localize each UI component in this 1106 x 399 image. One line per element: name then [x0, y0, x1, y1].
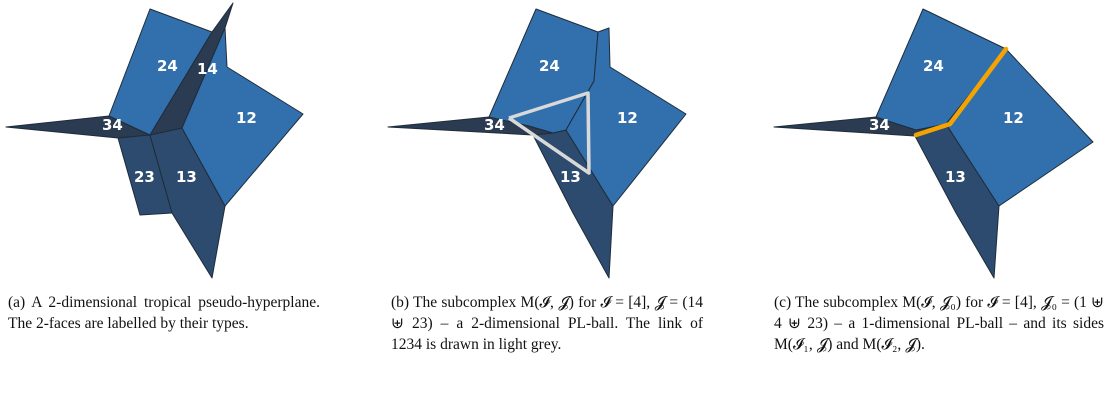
label-13: 13 — [945, 168, 966, 186]
caption-b: (b) The subcomplex M(𝓘, 𝓙) for 𝓘 = [4], … — [391, 294, 703, 353]
label-24: 24 — [923, 57, 944, 75]
label-24: 24 — [539, 57, 560, 75]
label-12: 12 — [1003, 109, 1024, 127]
face-14 — [149, 2, 234, 136]
caption-a: (a) A 2-dimensional tropical pseudo-hype… — [8, 294, 320, 332]
label-12: 12 — [236, 109, 257, 127]
label-12: 12 — [617, 109, 638, 127]
subfigure-b: 24 12 34 13 (b) The subcomplex M(𝓘, 𝓙) f… — [383, 0, 703, 399]
label-34: 34 — [102, 116, 123, 134]
pseudo-hyperplane-figure-b: 24 12 34 13 — [387, 8, 687, 279]
label-34: 34 — [484, 116, 505, 134]
subfigure-c: 24 12 34 13 (c) The subcomplex M(𝓘, 𝓙₀) … — [766, 0, 1104, 399]
label-14: 14 — [197, 60, 218, 78]
label-34: 34 — [869, 116, 890, 134]
pseudo-hyperplane-figure-a: 24 14 12 34 23 13 — [5, 2, 304, 279]
caption-c: (c) The subcomplex M(𝓘, 𝓙₀) for 𝓘 = [4],… — [774, 294, 1104, 353]
pseudo-hyperplane-figure-c: 24 12 34 13 — [773, 8, 1094, 279]
one-dimensional-ball-path — [913, 46, 1009, 138]
face-12 — [565, 27, 687, 207]
label-24: 24 — [157, 57, 178, 75]
label-13: 13 — [560, 168, 581, 186]
subfigure-a: 24 14 12 34 23 13 (a) A 2-dimensional tr… — [0, 0, 320, 399]
label-23: 23 — [134, 168, 155, 186]
label-13: 13 — [176, 168, 197, 186]
link-of-1234 — [508, 91, 591, 175]
face-12 — [181, 27, 304, 207]
